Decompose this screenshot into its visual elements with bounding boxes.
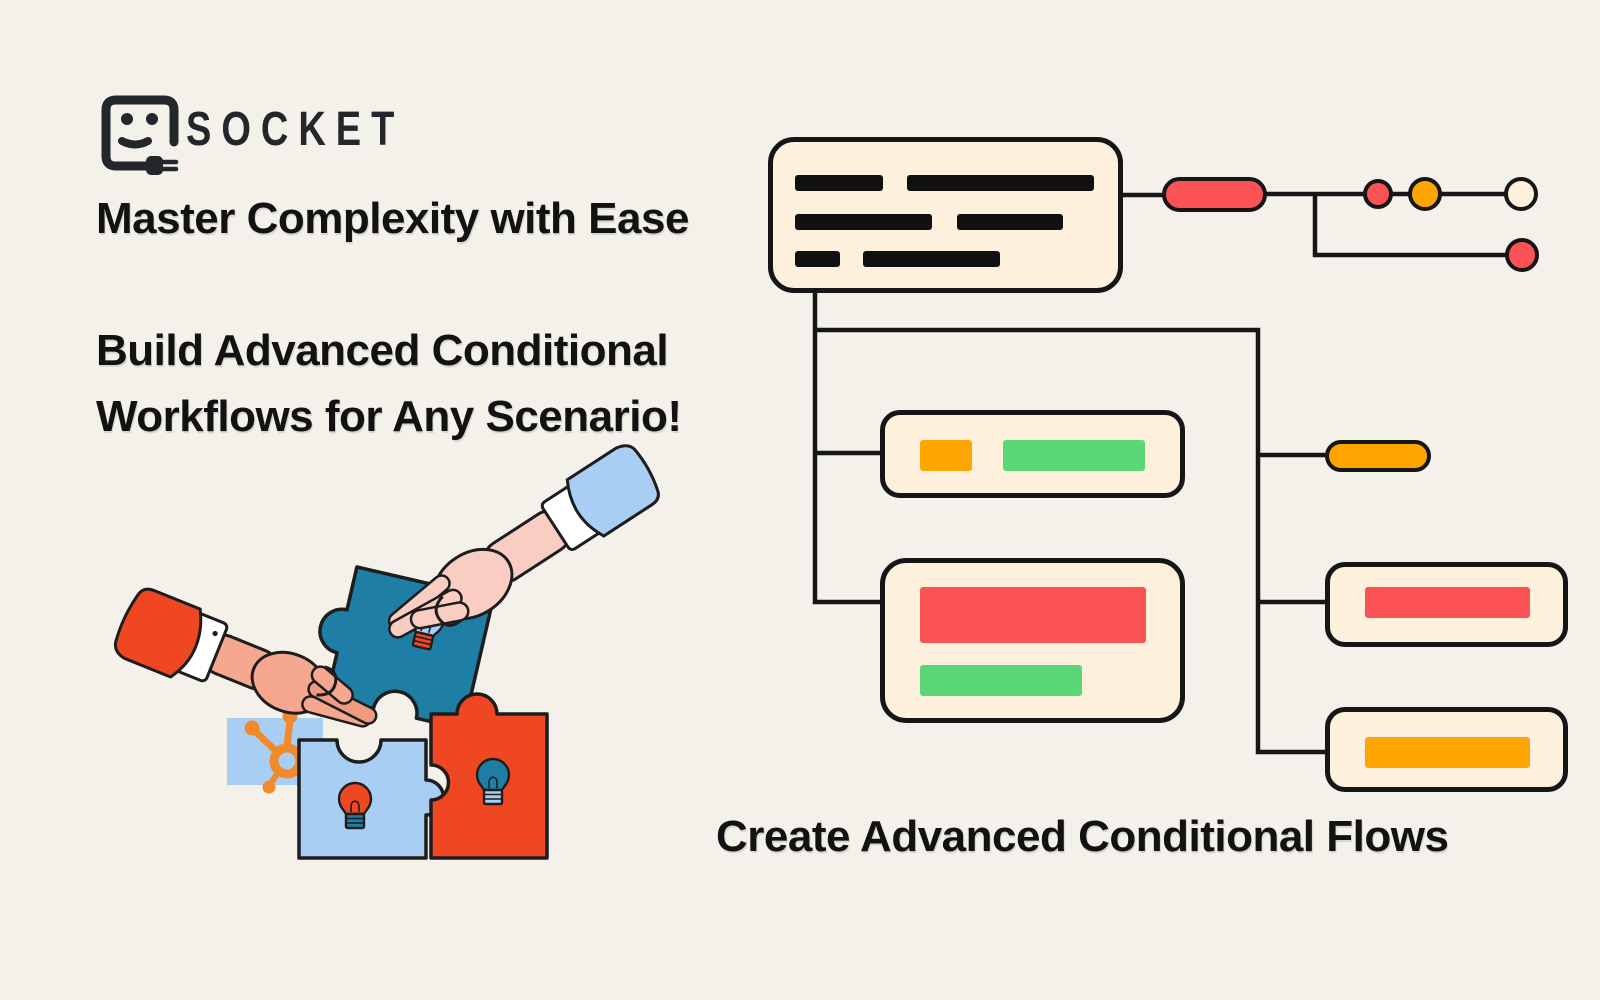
logo-wordmark: SOCKET (186, 103, 405, 157)
diagram-caption: Create Advanced Conditional Flows (716, 812, 1449, 861)
lightbulb-icon (475, 757, 511, 806)
placeholder-bar (795, 214, 932, 230)
tagline-heading: Master Complexity with Ease (96, 194, 689, 243)
curled-finger (316, 665, 338, 697)
flow-card-orange-green (880, 410, 1185, 498)
placeholder-bar (1003, 440, 1145, 471)
lightbulb-icon (337, 781, 373, 830)
placeholder-bar (863, 251, 1000, 267)
left-hand (113, 587, 378, 728)
flow-red-dot (1363, 179, 1393, 209)
flow-cream-dot (1504, 177, 1538, 211)
puzzle-piece-blue (297, 738, 446, 860)
red-sleeve (113, 587, 203, 679)
flow-orange-pill (1325, 440, 1431, 472)
placeholder-bar (1365, 737, 1530, 768)
puzzle-hands-illustration (113, 444, 660, 860)
flow-card-red (1325, 562, 1568, 647)
blue-sleeve (565, 444, 660, 538)
placeholder-bar (795, 175, 883, 191)
subtitle-line-1: Build Advanced Conditional (96, 326, 669, 375)
subtitle-line-2: Workflows for Any Scenario! (96, 392, 682, 441)
plug-icon (146, 156, 163, 175)
placeholder-bar (795, 251, 840, 267)
flow-root-card (768, 137, 1123, 293)
placeholder-bar (957, 214, 1063, 230)
placeholder-bar (920, 440, 972, 471)
flow-orange-dot (1408, 177, 1442, 211)
flow-red-pill (1162, 177, 1267, 212)
placeholder-bar (920, 587, 1146, 643)
placeholder-bar (920, 665, 1082, 696)
flow-card-orange (1325, 707, 1568, 792)
right-hand (387, 444, 660, 639)
flow-card-red-green (880, 558, 1185, 723)
placeholder-bar (1365, 587, 1530, 618)
puzzle-piece-red (429, 692, 549, 860)
flow-red-dot-2 (1505, 238, 1539, 272)
subtitle-heading: Build Advanced Conditional Workflows for… (96, 318, 682, 450)
placeholder-bar (907, 175, 1094, 191)
socket-logo-icon (101, 95, 179, 175)
curled-finger (434, 595, 462, 627)
